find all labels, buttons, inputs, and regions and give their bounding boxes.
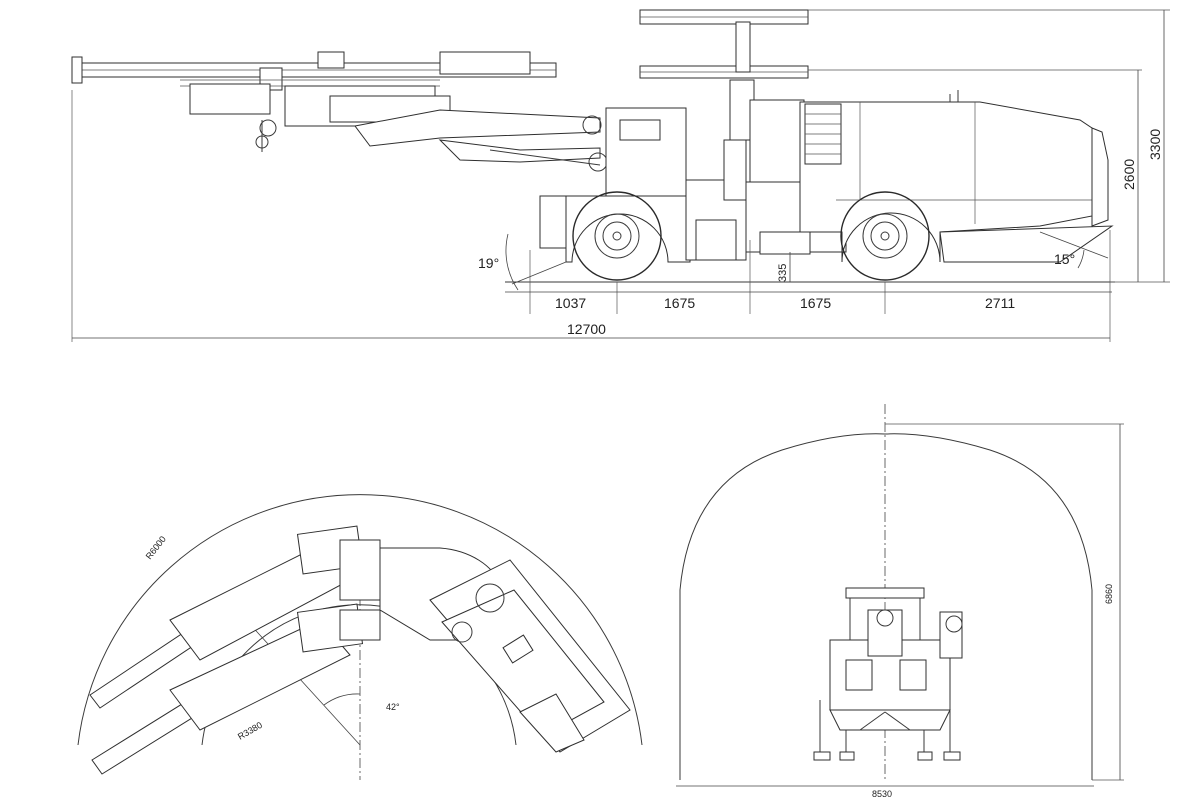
front-chassis <box>539 107 747 263</box>
label-radius-outer: R6000 <box>144 534 168 561</box>
drill-boom-feed <box>71 51 557 91</box>
label-swing-angle: 42° <box>386 702 400 712</box>
boom-lower <box>91 603 381 775</box>
label-height-canopy: 3300 <box>1147 129 1163 160</box>
label-approach-angle: 19° <box>478 255 499 271</box>
carrier-plan <box>379 547 631 753</box>
side-view-labels: 1037 1675 1675 2711 12700 3300 2600 335 … <box>478 129 1163 337</box>
label-seg-wheelbase-a: 1675 <box>664 295 695 311</box>
label-radius-inner: R3380 <box>236 720 264 742</box>
reach-arc-outer <box>77 494 643 746</box>
label-seg-front: 1037 <box>555 295 586 311</box>
label-seg-rear: 2711 <box>985 295 1015 311</box>
rear-wheel <box>840 191 930 281</box>
rear-body <box>799 90 1114 263</box>
top-view: R6000 R3380 42° <box>77 494 643 780</box>
dimension-lines <box>72 10 1165 339</box>
dimension-extension-lines <box>71 9 1170 342</box>
label-height-cab: 2600 <box>1121 159 1137 190</box>
front-view: 8530 6860 <box>676 404 1124 799</box>
boom-cradle <box>189 83 608 172</box>
swing-radius-line <box>247 621 361 746</box>
label-seg-wheelbase-b: 1675 <box>800 295 831 311</box>
swing-angle-arc <box>323 693 361 706</box>
label-tunnel-height: 6860 <box>1104 584 1114 604</box>
boom-upper <box>89 525 381 709</box>
label-overall-length: 12700 <box>567 321 606 337</box>
label-departure-angle: 15° <box>1054 251 1075 267</box>
front-wheel <box>572 191 662 281</box>
canopy <box>639 9 809 201</box>
label-ground-clearance: 335 <box>777 264 789 282</box>
tunnel-profile <box>679 433 1093 780</box>
label-tunnel-width: 8530 <box>872 789 892 799</box>
rig-front <box>813 587 963 761</box>
side-view <box>71 9 1170 342</box>
